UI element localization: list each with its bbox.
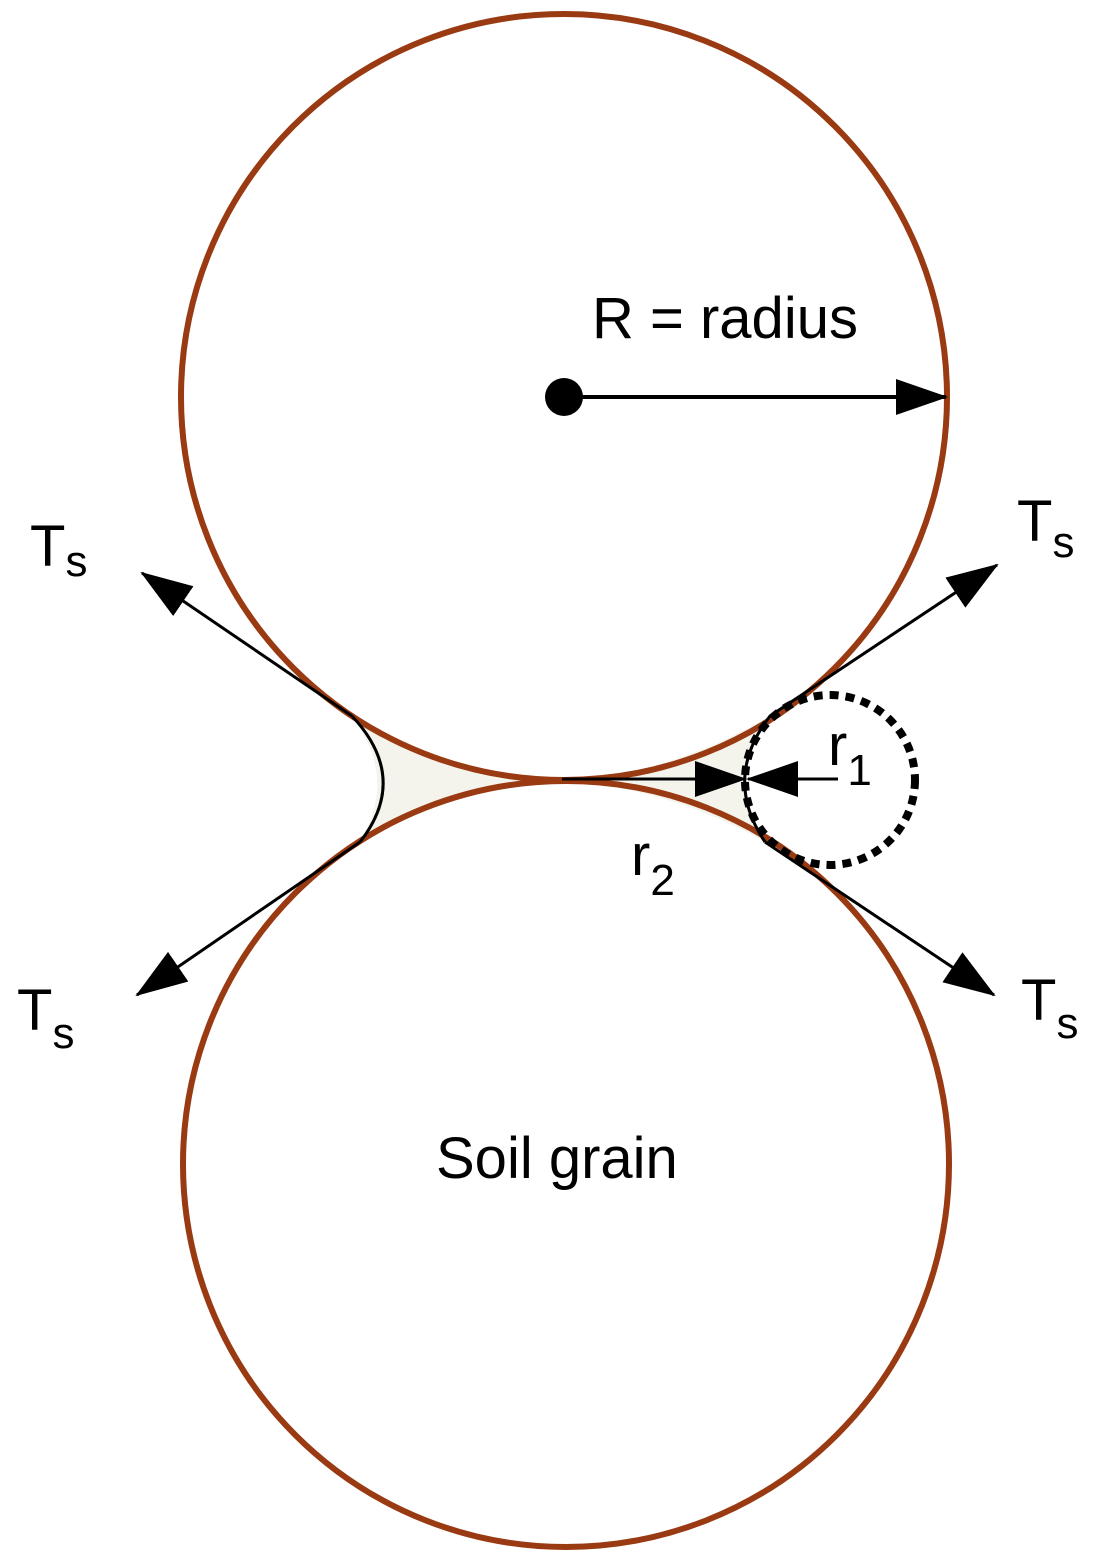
soil-grain-bottom bbox=[180, 778, 952, 1550]
meniscus-radius-circle bbox=[741, 691, 919, 869]
tension-label-top-left: Ts bbox=[30, 514, 87, 586]
meniscus-curve-left bbox=[350, 714, 385, 843]
tension-arrow-bottom-right bbox=[764, 840, 996, 997]
r1-label: r1 bbox=[828, 713, 872, 795]
r2-label: r2 bbox=[631, 823, 675, 905]
radius-label: R = radius bbox=[592, 286, 858, 351]
tension-label-top-right: Ts bbox=[1017, 489, 1074, 567]
tension-label-bottom-right: Ts bbox=[1021, 968, 1078, 1048]
soil-grain-label: Soil grain bbox=[436, 1126, 678, 1191]
tension-arrow-top-right bbox=[769, 563, 999, 718]
tension-arrow-top-left bbox=[140, 571, 353, 718]
tension-arrow-bottom-left bbox=[135, 840, 361, 997]
tension-label-bottom-left: Ts bbox=[17, 978, 74, 1058]
